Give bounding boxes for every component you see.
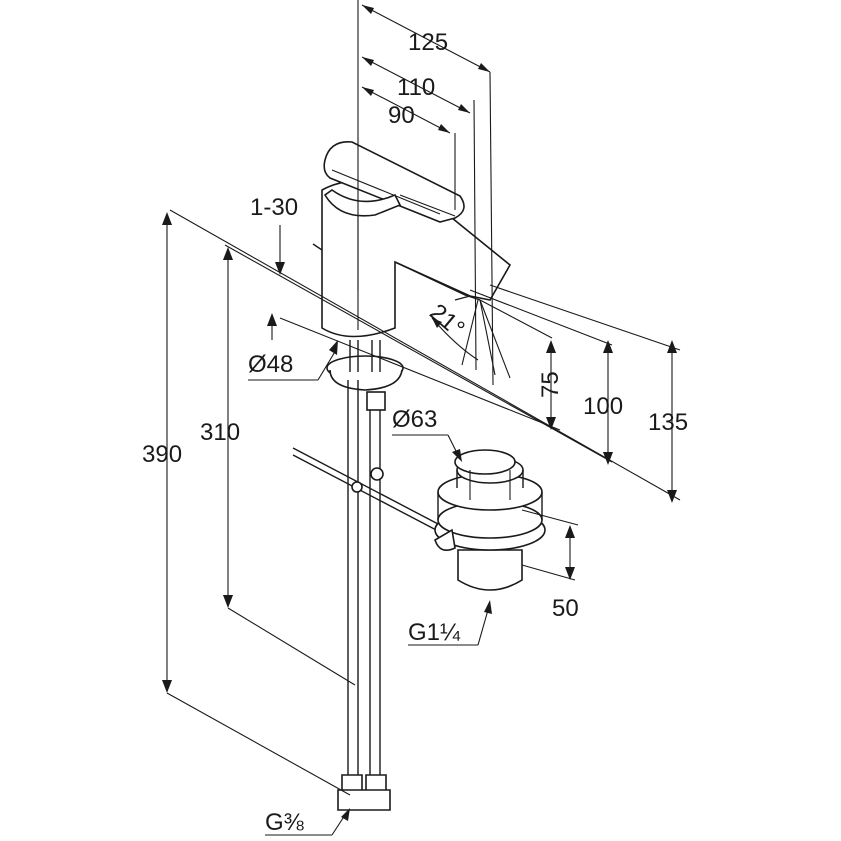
dim-1-30-label: 1-30	[250, 194, 298, 221]
dim-100-label: 100	[583, 393, 623, 420]
dim-dia63-label: Ø63	[392, 406, 437, 433]
popup-rod	[292, 447, 441, 533]
drain-assembly	[434, 449, 546, 591]
dim-g114-label: G1¼	[408, 619, 461, 646]
mounting-assembly	[326, 340, 404, 411]
dim-50-label: 50	[552, 595, 579, 622]
dim-110-label: 110	[397, 74, 435, 101]
dim-125-label: 125	[408, 29, 448, 56]
dim-75-label: 75	[537, 371, 564, 398]
dimension-lines	[162, 0, 681, 836]
lever-handle	[323, 141, 465, 223]
dim-dia48-label: Ø48	[248, 351, 293, 378]
dim-310-label: 310	[200, 419, 240, 446]
dim-135-label: 135	[648, 409, 688, 436]
supply-hoses	[337, 380, 391, 811]
dim-angle-label: 21°	[424, 299, 469, 343]
dim-90-label: 90	[388, 102, 415, 129]
popup-rod-knob	[312, 243, 323, 251]
dim-390-label: 390	[142, 441, 182, 468]
dim-g38-label: G⅜	[265, 809, 305, 836]
